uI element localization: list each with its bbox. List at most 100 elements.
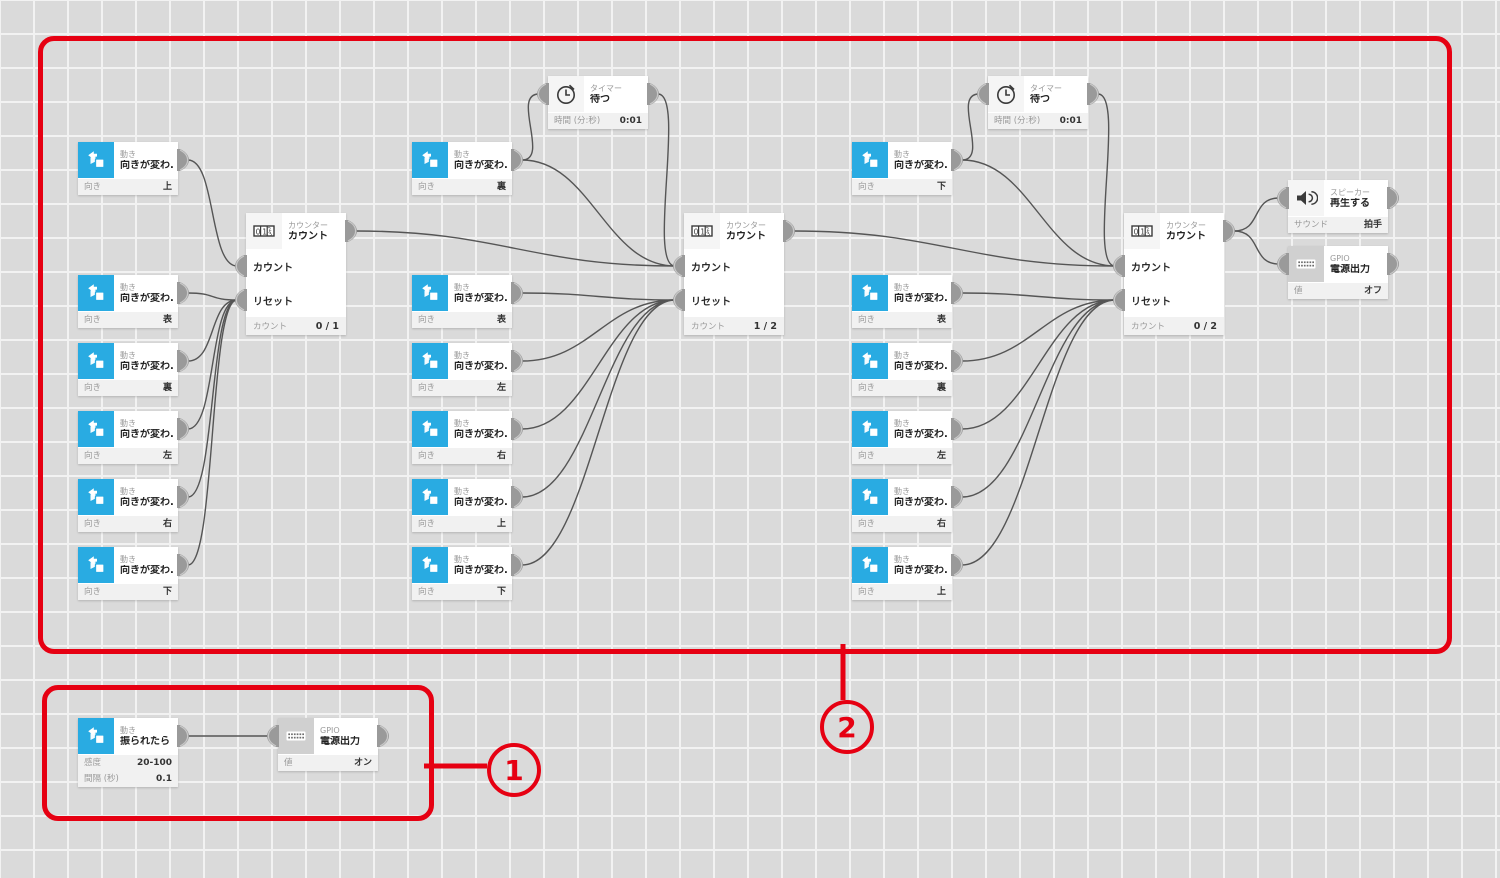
- output-port[interactable]: [1387, 253, 1399, 275]
- output-port[interactable]: [511, 554, 523, 576]
- input-port-reset[interactable]: [673, 289, 685, 311]
- node-t1[interactable]: タイマー待つ時間 (分:秒)0:01: [537, 76, 659, 129]
- output-port[interactable]: [1223, 220, 1235, 242]
- property-row[interactable]: 間隔 (秒)0.1: [78, 771, 178, 787]
- input-port-reset[interactable]: [235, 289, 247, 311]
- property-row[interactable]: 向き右: [78, 516, 178, 532]
- output-port[interactable]: [647, 83, 659, 105]
- node-t2[interactable]: タイマー待つ時間 (分:秒)0:01: [977, 76, 1099, 129]
- property-row[interactable]: サウンド拍手: [1288, 217, 1388, 233]
- output-port[interactable]: [177, 282, 189, 304]
- output-port[interactable]: [177, 149, 189, 171]
- property-row[interactable]: 向き下: [412, 584, 512, 600]
- node-input-reset[interactable]: リセット: [684, 283, 784, 317]
- output-port[interactable]: [951, 149, 963, 171]
- property-row[interactable]: 向き左: [412, 380, 512, 396]
- output-port[interactable]: [951, 486, 963, 508]
- property-row[interactable]: 向き上: [852, 584, 952, 600]
- property-row[interactable]: 向き下: [78, 584, 178, 600]
- output-port[interactable]: [951, 282, 963, 304]
- node-input-reset[interactable]: リセット: [246, 283, 346, 317]
- input-port-count[interactable]: [673, 255, 685, 277]
- property-row[interactable]: 向き裏: [412, 179, 512, 195]
- input-port[interactable]: [1277, 253, 1289, 275]
- output-port[interactable]: [511, 282, 523, 304]
- property-row[interactable]: 値オン: [278, 755, 378, 771]
- property-row[interactable]: 向き下: [852, 179, 952, 195]
- property-row[interactable]: 向き裏: [852, 380, 952, 396]
- input-port-reset[interactable]: [1113, 289, 1125, 311]
- property-row[interactable]: 向き表: [78, 312, 178, 328]
- orientation-change-icon: [78, 142, 114, 178]
- output-port[interactable]: [377, 725, 389, 747]
- property-row[interactable]: 向き右: [412, 448, 512, 464]
- property-row[interactable]: 向き左: [852, 448, 952, 464]
- property-row[interactable]: 向き左: [78, 448, 178, 464]
- input-port[interactable]: [1277, 187, 1289, 209]
- property-row[interactable]: 向き上: [412, 516, 512, 532]
- property-row[interactable]: 向き表: [412, 312, 512, 328]
- output-port[interactable]: [177, 554, 189, 576]
- output-port[interactable]: [951, 554, 963, 576]
- input-port-count[interactable]: [1113, 255, 1125, 277]
- property-row[interactable]: 向き裏: [78, 380, 178, 396]
- node-header: 動き向きが変わ...: [412, 547, 512, 583]
- output-port[interactable]: [783, 220, 795, 242]
- property-row[interactable]: 向き右: [852, 516, 952, 532]
- property-row[interactable]: 時間 (分:秒)0:01: [548, 113, 648, 129]
- output-port[interactable]: [177, 418, 189, 440]
- node-input-count[interactable]: カウント: [1124, 249, 1224, 283]
- output-port[interactable]: [177, 486, 189, 508]
- property-row[interactable]: 向き上: [78, 179, 178, 195]
- property-row[interactable]: 時間 (分:秒)0:01: [988, 113, 1088, 129]
- output-port[interactable]: [1087, 83, 1099, 105]
- input-port-count[interactable]: [235, 255, 247, 277]
- output-port[interactable]: [511, 418, 523, 440]
- output-port[interactable]: [177, 725, 189, 747]
- output-port[interactable]: [951, 418, 963, 440]
- input-port[interactable]: [267, 725, 279, 747]
- output-port[interactable]: [511, 350, 523, 372]
- output-port[interactable]: [511, 486, 523, 508]
- property-row[interactable]: 向き表: [852, 312, 952, 328]
- output-port[interactable]: [1387, 187, 1399, 209]
- output-port[interactable]: [951, 350, 963, 372]
- node-input-reset[interactable]: リセット: [1124, 283, 1224, 317]
- output-port[interactable]: [345, 220, 357, 242]
- input-port[interactable]: [977, 83, 989, 105]
- input-port[interactable]: [537, 83, 549, 105]
- node-input-count[interactable]: カウント: [246, 249, 346, 283]
- property-row[interactable]: 値オフ: [1288, 283, 1388, 299]
- node-input-count[interactable]: カウント: [684, 249, 784, 283]
- node-sp1[interactable]: スピーカー再生するサウンド拍手: [1277, 180, 1399, 233]
- output-port[interactable]: [511, 149, 523, 171]
- node-title: カウント: [1166, 231, 1206, 242]
- output-port[interactable]: [177, 350, 189, 372]
